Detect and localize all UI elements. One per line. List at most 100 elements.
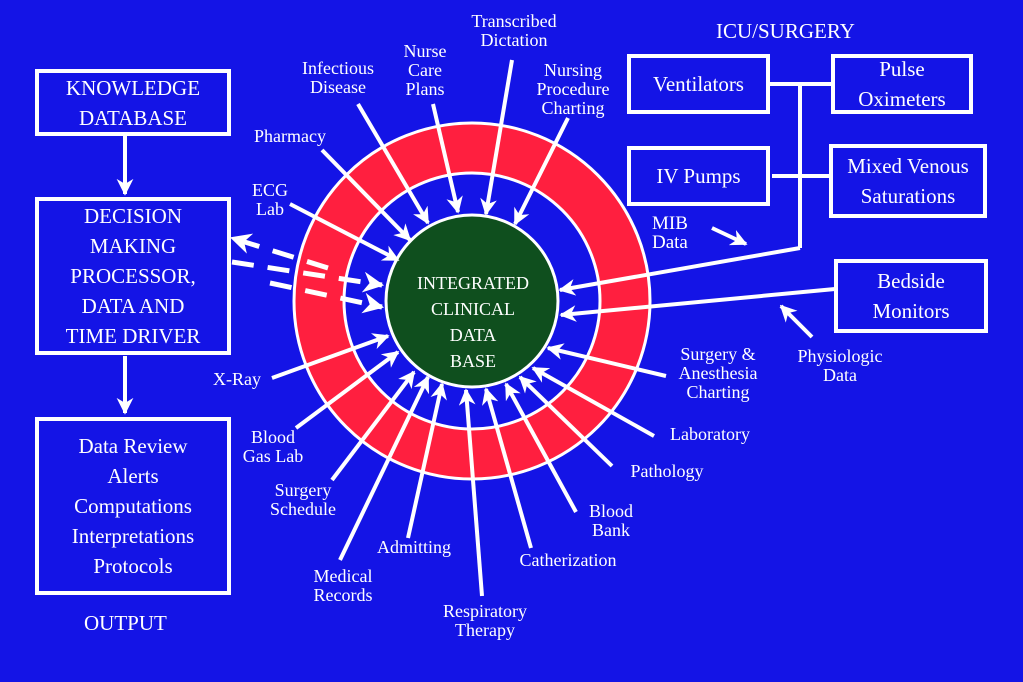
pharmacy-label: Pharmacy [242,127,338,146]
physiologic-data-label: Physiologic Data [786,347,894,385]
medical-records-label: Medical Records [296,567,390,605]
pulse-oximeters-box: Pulse Oximeters [831,54,973,114]
label-line: Nurse [403,41,447,61]
catherization-label: Catherization [502,551,634,570]
bedside-monitors-box: Bedside Monitors [834,259,988,333]
label-line: Respiratory [443,601,527,621]
label-line: Data [823,365,857,385]
label-line: Charting [686,382,750,402]
arrow-admitting [406,382,447,539]
core-line: DATA [449,325,497,345]
box-line: Bedside [877,269,945,293]
box-line: DATA AND [81,294,185,318]
label-line: Schedule [270,499,336,519]
iv-pumps-box: IV Pumps [627,146,770,206]
arrow-pharmacy [320,148,412,242]
bedside-arrow-to-core [559,287,836,322]
core-line: BASE [449,351,496,371]
arrow-nursing-procedure [513,117,570,226]
knowledge-database-box: KNOWLEDGE DATABASE [35,69,231,136]
label-line: Dictation [480,30,548,50]
core-circle [384,213,560,389]
box-line: TIME DRIVER [65,324,201,348]
blood-bank-label: Blood Bank [578,502,644,540]
arrow-blood-gas-lab [294,350,400,430]
label-line: Anesthesia [678,363,758,383]
box-line: Pulse [879,57,925,81]
label-line: Pathology [630,461,704,481]
dashed-arrow-to-decision [229,233,329,271]
box-line: DATABASE [79,105,187,130]
box-line: Computations [74,494,192,518]
transcribed-dictation-label: Transcribed Dictation [456,12,572,50]
label-line: ECG [252,180,288,200]
label-line: Nursing [544,60,602,80]
pathology-label: Pathology [616,462,718,481]
arrow-nurse-care-plans [431,103,463,214]
core-label: INTEGRATED CLINICAL DATA BASE [403,270,543,374]
arrow-ecg-lab [289,202,400,262]
label-line: Data [652,232,688,253]
box-line: KNOWLEDGE [65,75,201,100]
label-line: Charting [541,98,605,118]
arrow-transcribed-dictation [480,59,514,216]
x-ray-label: X-Ray [206,370,268,389]
box-line: Alerts [107,464,159,488]
mib-data-label: MIB Data [652,214,688,252]
nursing-procedure-label: Nursing Procedure Charting [522,61,624,118]
label-line: Admitting [376,537,451,557]
decision-making-box: DECISION MAKING PROCESSOR, DATA AND TIME… [35,197,231,355]
label-line: Physiologic [797,346,883,366]
arrow-surgery-schedule [330,370,416,482]
core-line: CLINICAL [431,299,515,319]
output-label: OUTPUT [84,611,167,635]
nurse-care-plans-label: Nurse Care Plans [392,42,458,99]
box-line: Data Review [78,434,188,458]
label-line: Surgery [274,480,332,500]
label-line: Gas Lab [242,446,304,466]
box-line: PROCESSOR, [70,264,196,288]
arrow-medical-records [338,375,430,561]
arrow-surgery-anesthesia [546,343,667,378]
box-line: Saturations [860,184,956,208]
label-line: Therapy [455,620,515,640]
mib-arrow [711,226,748,246]
box-line: Interpretations [71,524,195,548]
dashed-arrow-decision-upper [231,259,385,293]
laboratory-label: Laboratory [654,425,766,444]
arrow-catherization [482,387,533,549]
respiratory-therapy-label: Respiratory Therapy [426,602,544,640]
core-line: INTEGRATED [417,273,529,293]
label-line: Infectious [302,58,374,78]
label-line: Bank [592,520,630,540]
box-line: IV Pumps [656,164,741,188]
surgery-schedule-label: Surgery Schedule [256,481,350,519]
label-line: Procedure [536,79,610,99]
box-line: Ventilators [653,72,744,96]
label-line: Blood [588,501,633,521]
label-line: MIB [652,213,688,234]
label-line: Surgery & [680,344,756,364]
surgery-anesthesia-label: Surgery & Anesthesia Charting [664,345,772,402]
box-line: Monitors [872,299,950,323]
output-box: Data Review Alerts Computations Interpre… [35,417,231,595]
box-line: Protocols [93,554,173,578]
box-line: Mixed Venous [847,154,969,178]
physiologic-arrow [779,304,814,339]
arrow-infectious-disease [356,102,430,225]
label-line: Disease [310,77,366,97]
blood-gas-lab-label: Blood Gas Lab [232,428,314,466]
arrow-blood-bank [504,382,578,513]
box-line: MAKING [89,234,177,258]
label-line: Plans [405,79,445,99]
dashed-arrow-decision-lower [269,280,385,314]
label-line: X-Ray [213,369,261,389]
label-line: Laboratory [670,424,750,444]
label-line: Blood [250,427,295,447]
icu-surgery-title: ICU/SURGERY [716,19,855,43]
box-line: Oximeters [858,87,946,111]
label-line: Care [408,60,442,80]
label-line: Lab [256,199,284,219]
